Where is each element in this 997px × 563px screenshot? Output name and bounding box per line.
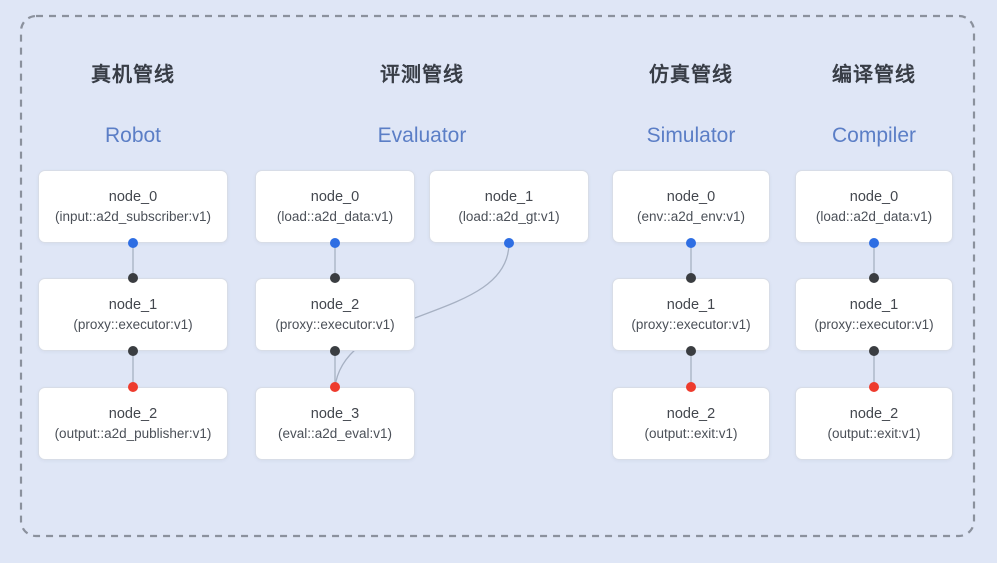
terminal-port-dot <box>330 382 340 392</box>
node-card-compiler-node1: node_1 (proxy::executor:v1) <box>795 278 953 351</box>
node-type: (output::exit:v1) <box>644 425 738 441</box>
terminal-port-dot <box>686 382 696 392</box>
node-title: node_1 <box>108 297 158 313</box>
input-port-dot <box>869 273 879 283</box>
node-type: (proxy::executor:v1) <box>814 316 934 332</box>
node-card-evaluator-node0: node_0 (load::a2d_data:v1) <box>255 170 415 243</box>
node-type: (env::a2d_env:v1) <box>636 208 746 224</box>
node-title: node_0 <box>849 189 899 205</box>
pipeline-title-en-simulator: Simulator <box>646 124 736 147</box>
node-card-simulator-node0: node_0 (env::a2d_env:v1) <box>612 170 770 243</box>
node-type: (proxy::executor:v1) <box>73 316 193 332</box>
node-title: node_2 <box>849 406 899 422</box>
pipeline-title-en-compiler: Compiler <box>831 124 917 147</box>
node-title: node_0 <box>310 189 360 205</box>
node-type: (load::a2d_data:v1) <box>276 208 394 224</box>
dashed-frame-rect <box>19 14 976 538</box>
terminal-port-dot <box>869 382 879 392</box>
node-type: (output::a2d_publisher:v1) <box>54 425 212 441</box>
input-port-dot <box>330 273 340 283</box>
pipeline-title-cn-evaluator: 评测管线 <box>380 64 464 86</box>
node-type: (proxy::executor:v1) <box>631 316 751 332</box>
node-title: node_0 <box>666 189 716 205</box>
node-card-evaluator-node1: node_1 (load::a2d_gt:v1) <box>429 170 589 243</box>
input-port-dot <box>128 273 138 283</box>
node-title: node_1 <box>849 297 899 313</box>
node-card-robot-node0: node_0 (input::a2d_subscriber:v1) <box>38 170 228 243</box>
edge-curve-gt-to-eval <box>334 242 510 388</box>
output-port-dot <box>869 238 879 248</box>
pipeline-title-en-robot: Robot <box>104 124 162 147</box>
node-title: node_1 <box>666 297 716 313</box>
output-port-dot <box>330 238 340 248</box>
node-card-robot-node1: node_1 (proxy::executor:v1) <box>38 278 228 351</box>
node-title: node_2 <box>310 297 360 313</box>
node-title: node_0 <box>108 189 158 205</box>
input-port-dot <box>869 346 879 356</box>
node-card-compiler-node2: node_2 (output::exit:v1) <box>795 387 953 460</box>
node-card-evaluator-node3: node_3 (eval::a2d_eval:v1) <box>255 387 415 460</box>
input-port-dot <box>686 346 696 356</box>
node-type: (output::exit:v1) <box>827 425 921 441</box>
output-port-dot <box>686 238 696 248</box>
node-type: (input::a2d_subscriber:v1) <box>54 208 212 224</box>
output-port-dot <box>504 238 514 248</box>
node-type: (eval::a2d_eval:v1) <box>277 425 393 441</box>
input-port-dot <box>686 273 696 283</box>
input-port-dot <box>128 346 138 356</box>
node-card-simulator-node1: node_1 (proxy::executor:v1) <box>612 278 770 351</box>
pipeline-title-cn-robot: 真机管线 <box>91 64 175 86</box>
node-title: node_2 <box>666 406 716 422</box>
node-title: node_2 <box>108 406 158 422</box>
node-type: (proxy::executor:v1) <box>275 316 395 332</box>
node-card-robot-node2: node_2 (output::a2d_publisher:v1) <box>38 387 228 460</box>
pipeline-title-en-evaluator: Evaluator <box>377 124 467 147</box>
pipeline-title-cn-compiler: 编译管线 <box>832 64 916 86</box>
pipeline-title-cn-simulator: 仿真管线 <box>649 64 733 86</box>
node-title: node_1 <box>484 189 534 205</box>
node-type: (load::a2d_data:v1) <box>815 208 933 224</box>
node-type: (load::a2d_gt:v1) <box>458 208 560 224</box>
node-title: node_3 <box>310 406 360 422</box>
input-port-dot <box>330 346 340 356</box>
output-port-dot <box>128 238 138 248</box>
terminal-port-dot <box>128 382 138 392</box>
